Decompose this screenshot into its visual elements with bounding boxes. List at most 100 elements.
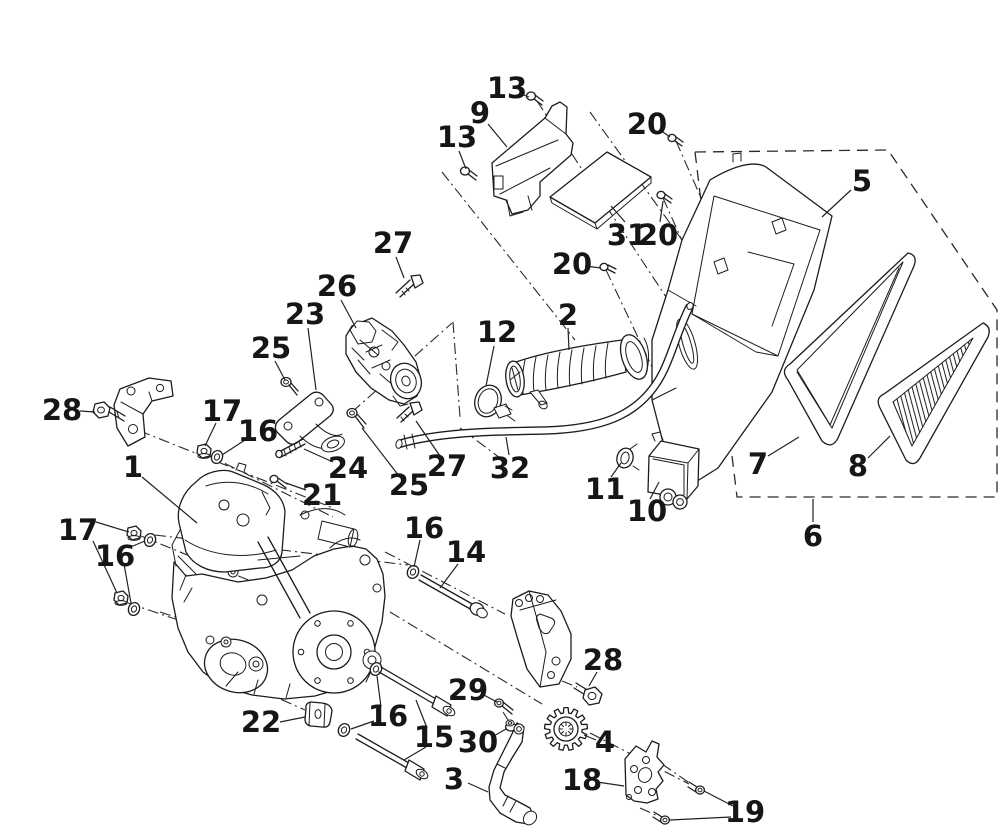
stud-24 (275, 438, 306, 459)
callout-14-label: 14 (446, 535, 486, 569)
bolt-15a (378, 666, 456, 717)
rear-mount-bracket (510, 590, 572, 688)
sprocket-cover-plate (624, 740, 665, 804)
callout-12: 12 (477, 315, 517, 387)
front-mount-bracket (113, 377, 174, 447)
callout-9: 9 (470, 96, 508, 148)
sprocket-spline (558, 721, 574, 737)
screw-19b (652, 811, 671, 825)
callout-13b-leader (458, 150, 467, 170)
callout-28a-leader (79, 410, 96, 413)
callout-16c-leader (413, 539, 421, 568)
callout-25b: 25 (361, 427, 429, 502)
screw-25a (280, 376, 299, 396)
washer-16a (210, 449, 224, 465)
callout-23: 23 (285, 297, 325, 391)
callout-21-label: 21 (302, 478, 342, 512)
callout-25a: 25 (251, 331, 291, 381)
washer-16b2 (127, 601, 141, 617)
callout-8: 8 (848, 435, 891, 483)
callout-31: 31 (607, 205, 647, 252)
callout-16d-leader (350, 720, 375, 730)
callout-32-leader (505, 436, 510, 456)
callout-6: 6 (803, 499, 823, 553)
callout-23-leader (307, 327, 317, 391)
callout-22-leader (279, 716, 306, 723)
callout-31-label: 31 (607, 218, 647, 252)
bolt-28b (573, 682, 603, 706)
callout-11-leader (610, 462, 622, 478)
callout-16c-label: 16 (404, 511, 444, 545)
callout-13b-label: 13 (437, 120, 477, 154)
callout-4-label: 4 (595, 725, 615, 759)
callout-27a-leader (395, 256, 405, 279)
callout-20c-label: 20 (552, 247, 592, 281)
callout-24: 24 (303, 448, 368, 485)
air-filter (877, 322, 990, 465)
callout-20a-leader (659, 129, 671, 138)
callout-27b-leader (415, 420, 441, 457)
callout-30-leader (491, 728, 507, 738)
resonator-plate (549, 151, 652, 230)
callout-1: 1 (123, 450, 198, 524)
callout-27b-label: 27 (427, 449, 467, 483)
callout-19-leader (703, 790, 734, 807)
callout-5: 5 (821, 164, 872, 218)
callout-17b-leader (95, 521, 130, 533)
solenoid-valve (647, 431, 700, 510)
callout-30: 30 (458, 725, 507, 759)
callout-28a: 28 (42, 393, 96, 427)
callout-3-label: 3 (444, 762, 464, 796)
callout-18-label: 18 (562, 763, 602, 797)
callout-16d: 16 (350, 675, 408, 733)
callout-16a-label: 16 (238, 414, 278, 448)
callout-5-label: 5 (852, 164, 872, 198)
screw-20c (599, 262, 617, 274)
callout-2-leader (567, 327, 570, 351)
callout-10-label: 10 (627, 494, 667, 528)
callout-4-leader (583, 734, 597, 741)
callout-19-leader (669, 816, 732, 821)
callout-25b-label: 25 (389, 468, 429, 502)
callout-31-leader (610, 205, 626, 223)
throttle-body (345, 317, 423, 407)
front-sprocket (543, 706, 589, 751)
bolt-27a (395, 274, 424, 298)
callout-13a-label: 13 (487, 71, 527, 105)
nut-17b (126, 525, 142, 541)
callout-14-leader (439, 563, 459, 589)
callout-16a-leader (221, 439, 246, 456)
callout-24-leader (303, 448, 334, 463)
callout-28a-label: 28 (42, 393, 82, 427)
screw-25b (346, 407, 367, 429)
callout-25b-leader (361, 427, 400, 477)
callout-7: 7 (748, 436, 800, 481)
callout-13b: 13 (437, 120, 477, 170)
callout-20a-label: 20 (627, 107, 667, 141)
callout-30-label: 30 (458, 725, 498, 759)
callout-29-label: 29 (448, 673, 488, 707)
screw-20a (667, 133, 684, 147)
callout-19-label: 19 (725, 795, 765, 828)
callout-29: 29 (448, 673, 498, 707)
callout-16d-label: 16 (368, 699, 408, 733)
callout-23-label: 23 (285, 297, 325, 331)
bolt-15b (355, 733, 429, 781)
callout-20c: 20 (552, 247, 602, 281)
callout-17a-leader (204, 422, 217, 447)
callout-9-label: 9 (470, 96, 490, 130)
callout-13a-leader (520, 93, 530, 98)
washer-16b1 (143, 532, 157, 548)
screw-19a (687, 781, 706, 795)
callout-22-label: 22 (241, 705, 281, 739)
callout-16a: 16 (221, 414, 278, 456)
callout-2-label: 2 (558, 298, 578, 332)
callout-17b-leader (92, 540, 118, 594)
callout-20b-leader (659, 200, 664, 223)
callout-14: 14 (439, 535, 486, 589)
upper-mount-bracket (491, 101, 574, 217)
bolt-14 (418, 574, 488, 619)
engine-assembly (171, 462, 386, 700)
